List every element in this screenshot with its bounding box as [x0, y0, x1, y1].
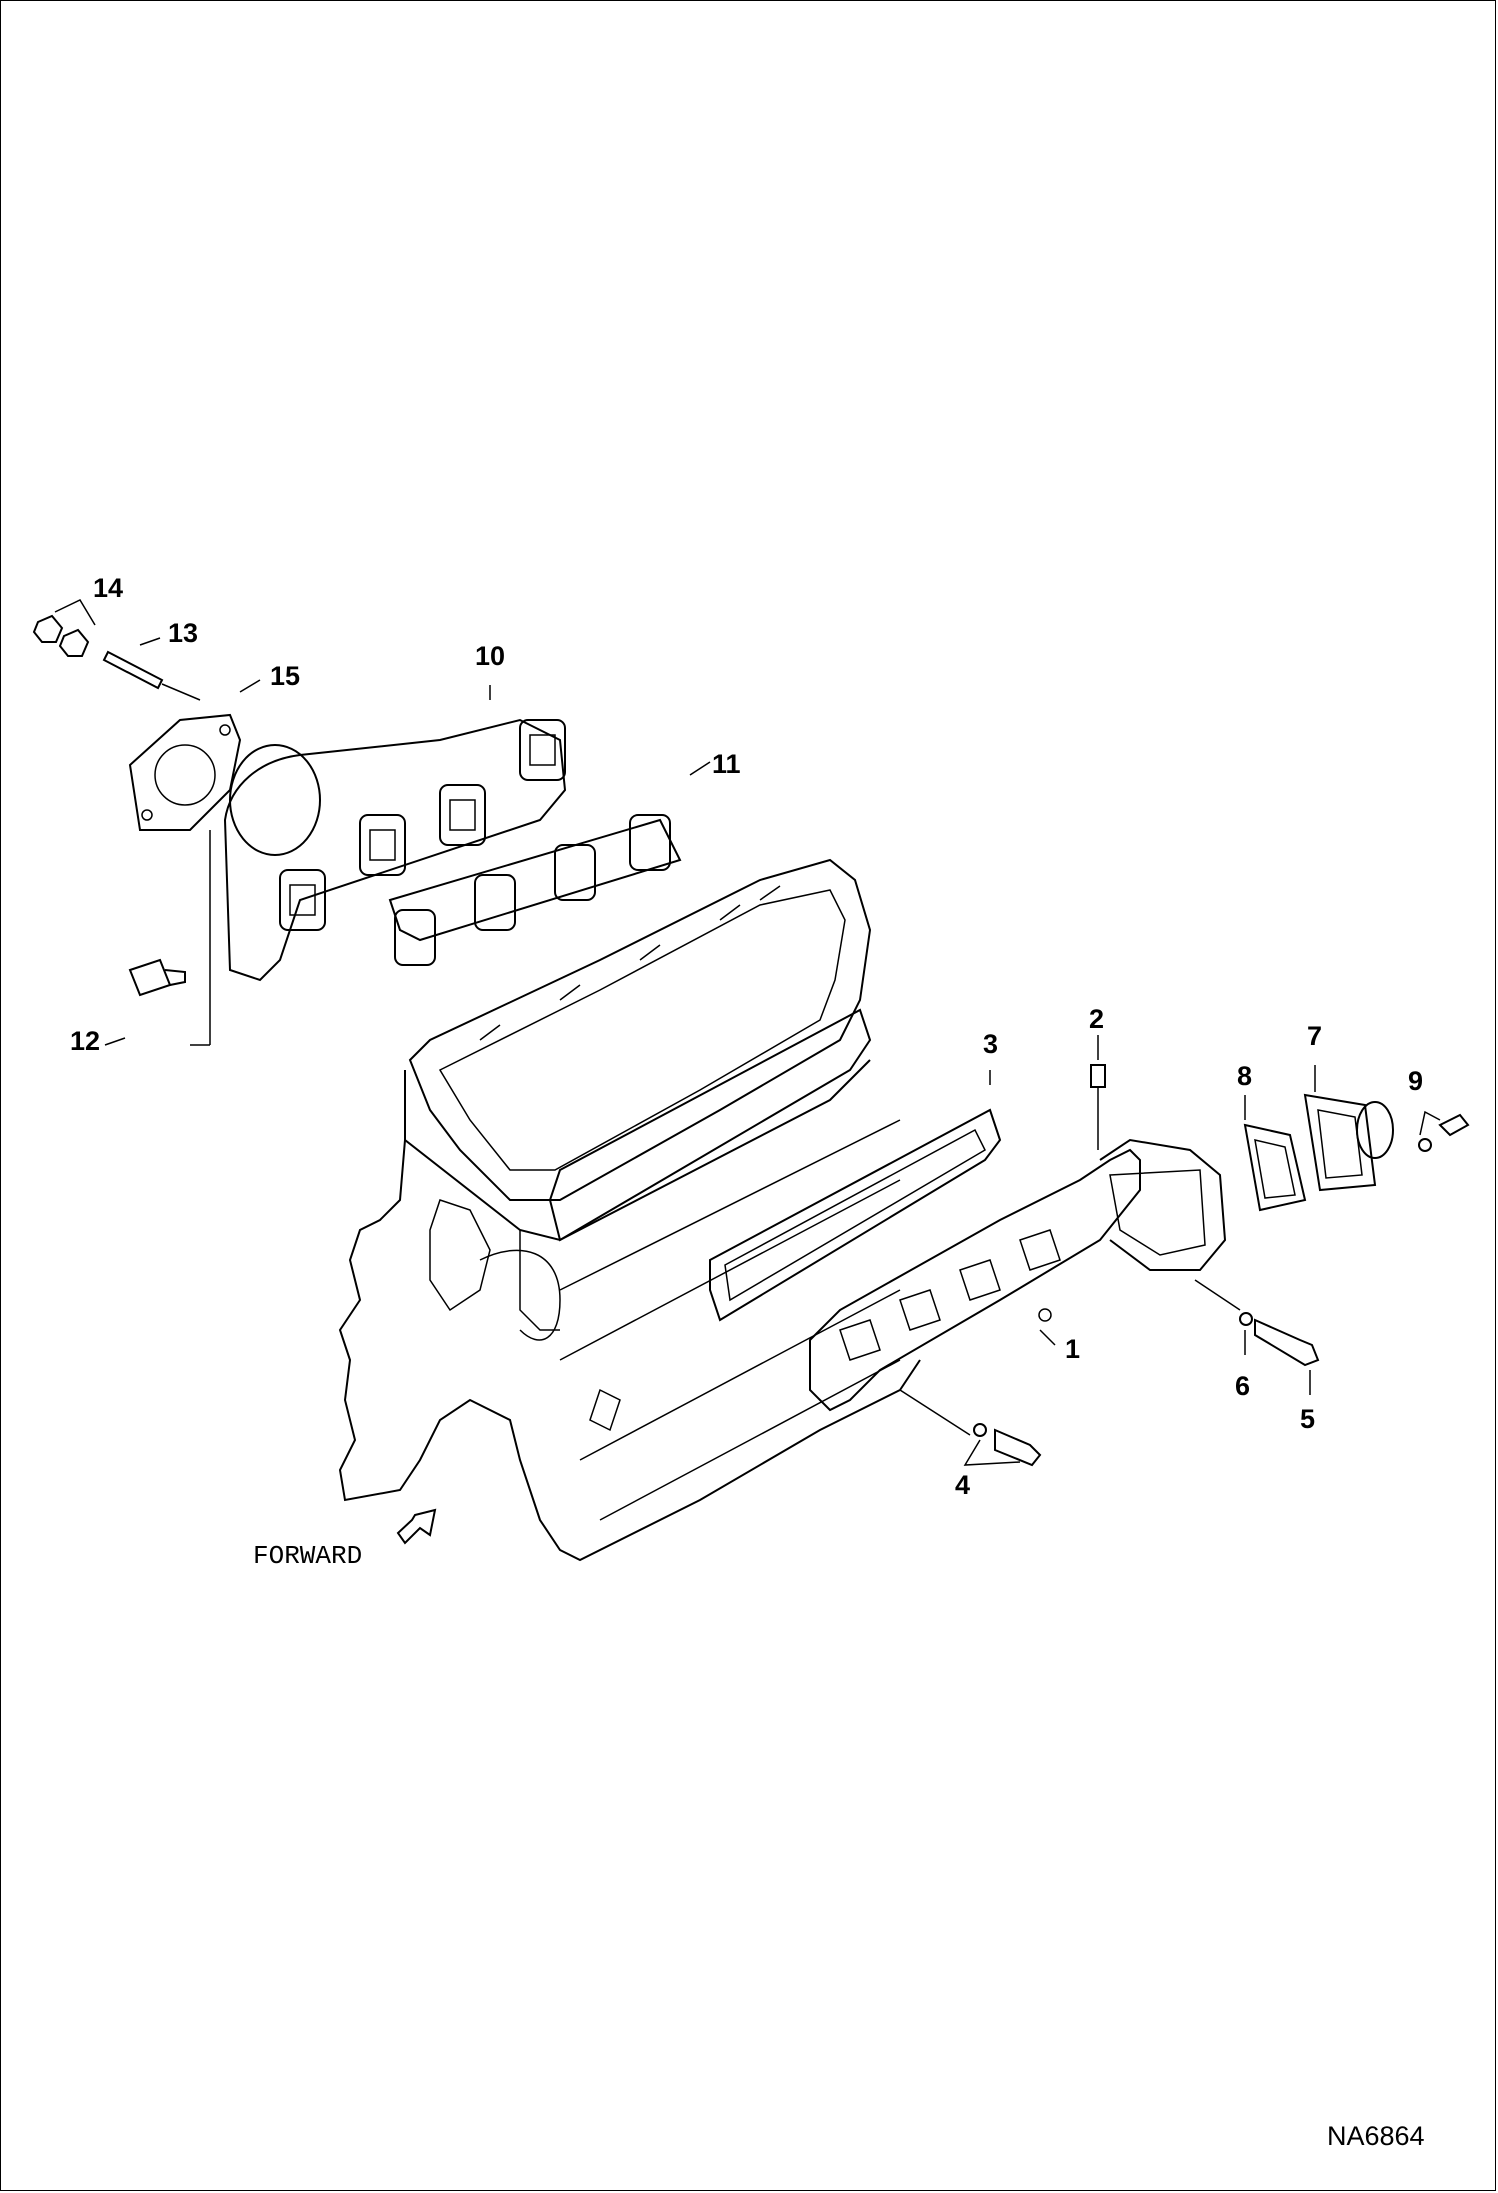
intake-gasket-part-3: [548, 1008, 1002, 1322]
stud-part-13: [102, 650, 201, 701]
callout-5: 5: [1300, 1404, 1315, 1434]
flange-gasket-part-15: [128, 713, 242, 831]
callout-14: 14: [93, 573, 123, 603]
callout-2: 2: [1089, 1004, 1104, 1034]
figure-id: NA6864: [1327, 2121, 1425, 2151]
callout-15: 15: [270, 661, 300, 691]
bolt-washer-part-5-6: [1194, 1279, 1320, 1395]
callout-12: 12: [70, 1026, 100, 1056]
bolt-washer-part-9: [1418, 1110, 1470, 1152]
forward-label: FORWARD: [253, 1541, 362, 1571]
callout-1: 1: [1065, 1334, 1080, 1364]
callout-8: 8: [1237, 1061, 1252, 1091]
sensor-part-2: [1090, 1035, 1106, 1150]
callout-4: 4: [955, 1470, 970, 1500]
leader-lines: [104, 637, 1056, 1346]
bolt-washer-part-4: [899, 1389, 1042, 1467]
exhaust-gasket-part-11: [388, 814, 682, 966]
callout-9: 9: [1408, 1066, 1423, 1096]
callout-7: 7: [1307, 1021, 1322, 1051]
callout-10: 10: [475, 641, 505, 671]
gasket-part-8: [1243, 1095, 1307, 1212]
engine-block: [338, 858, 921, 1562]
forward-arrow-icon: [396, 1508, 437, 1545]
cover-part-7: [1303, 1065, 1394, 1192]
callout-6: 6: [1235, 1371, 1250, 1401]
bolt-part-12: [128, 830, 211, 1046]
callout-11: 11: [712, 749, 741, 779]
callout-3: 3: [983, 1029, 998, 1059]
callout-13: 13: [168, 618, 198, 648]
exhaust-manifold-part-10: [223, 718, 567, 982]
nuts-part-14: [32, 599, 96, 657]
intake-manifold-part-1: [809, 1138, 1227, 1412]
